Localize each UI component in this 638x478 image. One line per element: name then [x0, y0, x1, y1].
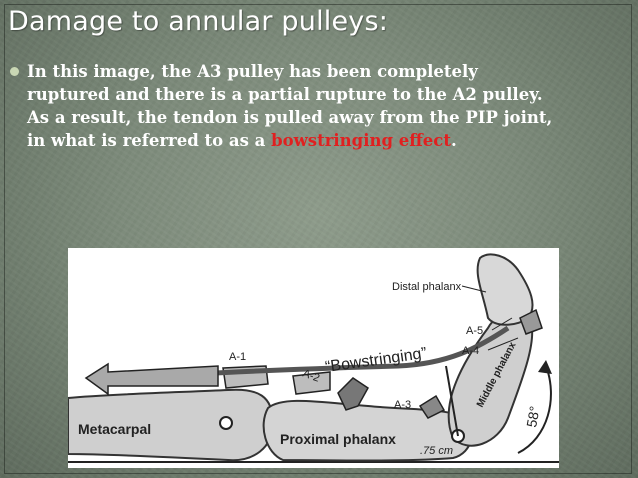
- moment-arm-line: [445, 365, 459, 437]
- a4-pulley: [519, 308, 543, 335]
- bowstringing-highlight: bowstringing effect: [271, 131, 451, 150]
- a2-partial-rupture: [337, 377, 369, 411]
- a2-pulley: [292, 371, 331, 395]
- label-a3: A-3: [394, 399, 411, 411]
- label-angle: 58°: [523, 405, 542, 429]
- bullet-dot-icon: [10, 67, 19, 76]
- diagram-svg: Distal phalanx A-1 A-2 “Bowstringing” A-…: [68, 253, 559, 463]
- bullet-line-4: in what is referred to as a bowstringing…: [27, 129, 634, 152]
- angle-arrow-head: [538, 360, 552, 374]
- bullet-line-2: ruptured and there is a partial rupture …: [27, 85, 543, 104]
- distal-pointer: [461, 285, 487, 293]
- bullet-line-4-suffix: .: [450, 131, 457, 150]
- bullet-line-4-prefix: in what is referred to as a: [27, 131, 272, 150]
- label-metacarpal: Metacarpal: [78, 421, 151, 437]
- bullet-line-1: In this image, the A3 pulley has been co…: [27, 62, 478, 81]
- label-distance: .75 cm: [420, 445, 453, 457]
- bullet-line-3: As a result, the tendon is pulled away f…: [27, 108, 553, 127]
- label-a1: A-1: [229, 351, 246, 363]
- a4-pointer: [487, 337, 519, 351]
- slide-frame: [4, 4, 632, 474]
- label-a4: A-4: [462, 345, 479, 357]
- angle-arc: [517, 365, 552, 454]
- slide-title: Damage to annular pulleys:: [8, 6, 389, 37]
- distal-phalanx-bone: [476, 253, 534, 326]
- finger-pulley-diagram: Distal phalanx A-1 A-2 “Bowstringing” A-…: [68, 248, 559, 468]
- a5-pointer: [491, 317, 513, 331]
- bullet-paragraph: In this image, the A3 pulley has been co…: [10, 60, 634, 152]
- label-bowstringing: “Bowstringing”: [324, 345, 428, 376]
- a3-ruptured-pulley: [418, 394, 446, 419]
- pull-direction-arrow: [84, 362, 219, 396]
- label-a5: A-5: [466, 325, 483, 337]
- label-proximal-phalanx: Proximal phalanx: [280, 431, 396, 447]
- bullet-text: In this image, the A3 pulley has been co…: [27, 60, 634, 152]
- label-distal-phalanx: Distal phalanx: [392, 281, 462, 293]
- label-a2: A-2: [301, 368, 321, 385]
- mcp-joint-center: [219, 416, 233, 430]
